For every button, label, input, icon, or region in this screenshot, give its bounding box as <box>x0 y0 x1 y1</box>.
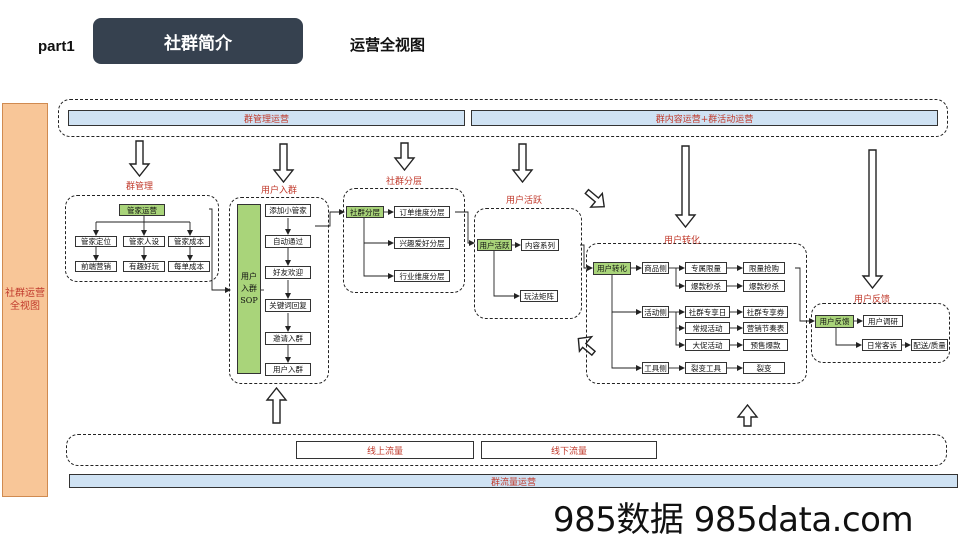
join-step-2: 自动通过 <box>265 235 311 248</box>
page-title: 社群简介 <box>93 18 303 64</box>
gm-root: 管家运营 <box>119 204 165 216</box>
title-group-mgmt: 群管理 <box>126 182 154 192</box>
join-step-4: 关键词回复 <box>265 299 311 312</box>
join-step-3: 好友欢迎 <box>265 266 311 279</box>
seg-item-2: 兴趣爱好分层 <box>394 237 450 249</box>
arrow-down-hollow-3 <box>393 142 416 172</box>
gm-leaf-2: 有趣好玩 <box>123 261 165 272</box>
conv-group-activity: 活动侧 <box>642 306 669 318</box>
top-bar-content-activity: 群内容运营+群活动运营 <box>471 110 938 126</box>
arrow-down-hollow-2 <box>272 143 295 184</box>
join-sop: 用户入群SOP <box>237 204 261 374</box>
arrow-down-hollow-5 <box>674 145 697 229</box>
bent-arrow-bottom <box>577 335 597 357</box>
page-subtitle: 运营全视图 <box>350 36 426 54</box>
gm-leaf-3: 每单成本 <box>168 261 210 272</box>
conv-tools-item-1: 裂变工具 <box>685 362 727 374</box>
conv-goods-out-1: 限量抢购 <box>743 262 785 274</box>
arrow-down-hollow-1 <box>128 140 151 178</box>
gm-mid-3: 管家成本 <box>168 236 210 247</box>
group-mgmt-frame <box>65 195 219 282</box>
conv-goods-item-1: 专属限量 <box>685 262 727 274</box>
conv-goods-item-2: 爆款秒杀 <box>685 280 727 292</box>
feedback-frame <box>811 303 950 363</box>
conv-activity-out-3: 预售爆款 <box>743 339 788 351</box>
fb-item-2: 日常客诉 <box>862 339 902 351</box>
conv-group-tools: 工具侧 <box>642 362 669 374</box>
conv-group-goods: 商品侧 <box>642 262 669 274</box>
online-traffic-box: 线上流量 <box>296 441 474 459</box>
conv-activity-out-1: 社群专享券 <box>743 306 788 318</box>
active-item-2: 玩法矩阵 <box>520 290 558 302</box>
active-root: 用户活跃 <box>477 239 512 251</box>
part-label: part1 <box>38 38 75 55</box>
conv-goods-out-2: 爆款秒杀 <box>743 280 785 292</box>
left-column-label: 社群运营全视图 <box>2 103 48 497</box>
seg-item-3: 行业维度分层 <box>394 270 450 282</box>
join-step-6: 用户入群 <box>265 363 311 376</box>
gm-mid-1: 管家定位 <box>75 236 117 247</box>
conv-activity-item-1: 社群专享日 <box>685 306 730 318</box>
fb-item-3: 配送/质量 <box>911 339 948 351</box>
arrow-up-hollow-2 <box>736 403 759 427</box>
arrow-down-hollow-4 <box>511 143 534 184</box>
seg-item-1: 订单维度分层 <box>394 206 450 218</box>
left-label-line1: 社群运营 <box>5 288 45 299</box>
active-frame <box>474 208 582 319</box>
conversion-frame <box>586 243 807 384</box>
segmentation-frame <box>343 188 465 293</box>
left-label-line2: 全视图 <box>10 301 40 312</box>
conv-activity-out-2: 营销节奏表 <box>743 322 788 334</box>
bent-arrow-top <box>584 188 605 208</box>
fb-root: 用户反馈 <box>815 315 854 328</box>
conv-tools-out-1: 裂变 <box>743 362 785 374</box>
bottom-bar-traffic: 群流量运营 <box>69 474 958 488</box>
arrow-up-hollow-1 <box>265 386 288 424</box>
fb-item-1: 用户调研 <box>863 315 903 327</box>
conv-activity-item-3: 大促活动 <box>685 339 730 351</box>
top-bar-group-management: 群管理运营 <box>68 110 465 126</box>
offline-traffic-box: 线下流量 <box>481 441 657 459</box>
watermark: 985数据 985data.com <box>553 500 914 540</box>
conv-activity-item-2: 常规活动 <box>685 322 730 334</box>
arrow-down-hollow-6 <box>861 149 884 290</box>
join-step-1: 添加小管家 <box>265 204 311 217</box>
title-feedback: 用户反馈 <box>854 295 891 305</box>
join-step-5: 邀请入群 <box>265 332 311 345</box>
active-item-1: 内容系列 <box>521 239 559 251</box>
gm-mid-2: 管家人设 <box>123 236 165 247</box>
gm-leaf-1: 前端营销 <box>75 261 117 272</box>
title-user-join: 用户入群 <box>261 186 298 196</box>
title-conversion: 用户转化 <box>664 236 701 246</box>
seg-root: 社群分层 <box>346 206 384 218</box>
conv-root: 用户转化 <box>593 262 631 275</box>
bottom-dashed-frame <box>66 434 947 466</box>
title-segmentation: 社群分层 <box>386 177 423 187</box>
title-active: 用户活跃 <box>506 196 543 206</box>
top-dashed-frame <box>58 99 948 137</box>
